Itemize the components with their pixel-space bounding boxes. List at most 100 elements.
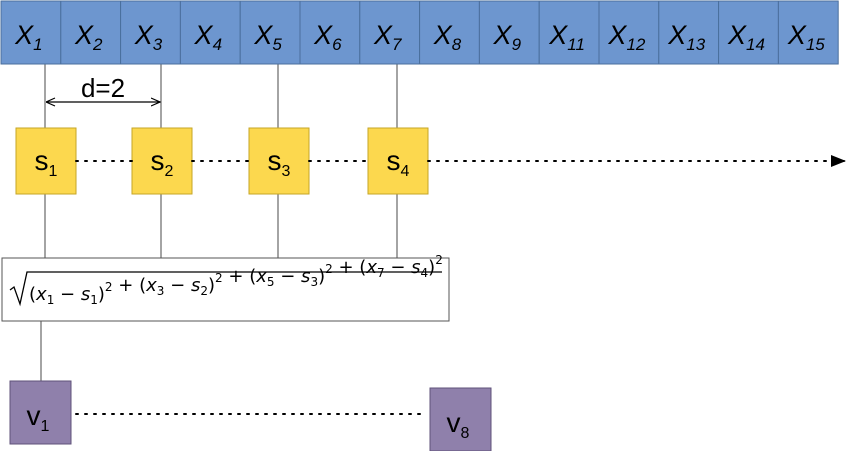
input-cell-label-sub: 3 [153, 35, 163, 54]
sliding-arrowhead [831, 155, 846, 167]
shapelet-label-base: s [35, 145, 49, 176]
input-cell-label-base: X [787, 20, 807, 50]
distance-formula: (x1 − s1)2 + (x3 − s2)2 + (x5 − s3)2 + (… [29, 253, 443, 307]
input-cell-label: X4 [194, 20, 222, 54]
input-cell-label: X3 [134, 20, 163, 54]
shapelet-label: s4 [387, 145, 410, 180]
formula-x-sub: 7 [377, 266, 385, 280]
input-cell-label-sub: 13 [686, 35, 705, 54]
formula-exponent: 2 [435, 253, 443, 267]
formula-exponent: 2 [105, 280, 113, 294]
input-cell-label: X1 [14, 20, 42, 54]
input-cell-label: X8 [433, 20, 462, 54]
shapelet-label-sub: 1 [49, 163, 58, 180]
input-cell [777, 0, 839, 65]
shapelet-label-base: s [151, 145, 165, 176]
input-cell-label-base: X [373, 20, 393, 50]
input-cell [60, 0, 122, 65]
input-cell-label-base: X [667, 20, 687, 50]
input-cell-label: X6 [313, 20, 342, 54]
formula-exponent: 2 [215, 271, 223, 285]
formula-s: s [411, 257, 420, 278]
formula-paren: ( [249, 266, 256, 287]
input-cell-label-base: X [253, 20, 273, 50]
input-cell-label-sub: 9 [512, 35, 522, 54]
formula-exponent: 2 [325, 262, 333, 276]
output-box [429, 387, 492, 451]
shapelet-dotted-arrow [75, 155, 847, 167]
formula-s: s [191, 275, 200, 296]
formula-x: x [365, 257, 377, 278]
output-label-base: v [447, 407, 461, 438]
sqrt-sign [9, 271, 442, 307]
input-cell-label-base: X [548, 20, 568, 50]
input-cell-label-sub: 14 [746, 35, 765, 54]
formula-minus: − [275, 266, 302, 287]
formula-minus: − [164, 275, 191, 296]
output-label-sub: 1 [41, 418, 50, 435]
formula-paren: ) [98, 284, 105, 305]
input-cell-label-base: X [134, 20, 154, 50]
shapelet-label-sub: 4 [401, 163, 410, 180]
input-cell-label-sub: 2 [92, 35, 103, 54]
formula-paren: ) [428, 257, 435, 278]
formula-plus: + [223, 266, 250, 287]
distance-formula-box: (x1 − s1)2 + (x3 − s2)2 + (x5 − s3)2 + (… [1, 253, 450, 322]
input-cell [478, 0, 540, 65]
formula-x: x [145, 275, 157, 296]
input-cell-label: X11 [548, 20, 585, 54]
input-cell [718, 0, 779, 65]
input-cell-label-sub: 1 [33, 35, 42, 54]
input-cell-label-base: X [74, 20, 94, 50]
formula-x-sub: 5 [267, 275, 275, 289]
formula-s-sub: 2 [200, 284, 208, 298]
input-cell-label-sub: 12 [626, 35, 645, 54]
dilation-label: d=2 [81, 73, 125, 103]
input-cell-label-sub: 15 [806, 35, 825, 54]
dilation-indicator: d=2 [46, 73, 160, 103]
output-label: v1 [27, 400, 50, 435]
output-box [9, 380, 72, 445]
input-cell [598, 0, 660, 65]
formula-minus: − [385, 257, 412, 278]
input-cell-label-base: X [313, 20, 333, 50]
input-cell-label-base: X [194, 20, 214, 50]
formula-plus: + [333, 257, 360, 278]
input-cell-label: X5 [253, 20, 282, 54]
input-cell-label-sub: 5 [272, 35, 282, 54]
formula-paren: ( [139, 275, 146, 296]
output-label: v8 [447, 407, 470, 442]
shapelet-label-base: s [268, 145, 282, 176]
input-cell [538, 0, 600, 65]
shapelet-label-base: s [387, 145, 401, 176]
input-cell-label: X9 [493, 20, 522, 54]
output-label-sub: 8 [461, 425, 470, 442]
input-cell-label-base: X [607, 20, 627, 50]
input-cell-label: X12 [607, 20, 645, 54]
input-cell [299, 0, 361, 65]
formula-s: s [81, 284, 90, 305]
input-cell-label-base: X [433, 20, 453, 50]
output-label-base: v [27, 400, 41, 431]
input-cell-label-sub: 8 [452, 35, 462, 54]
formula-s-sub: 4 [421, 266, 429, 280]
shapelet-label: s3 [268, 145, 291, 180]
input-cell-label: X7 [373, 20, 402, 54]
input-cell-label-base: X [727, 20, 747, 50]
formula-paren: ) [318, 266, 325, 287]
input-cell-label-sub: 6 [332, 35, 342, 54]
formula-paren: ) [208, 275, 215, 296]
formula-minus: − [54, 284, 81, 305]
formula-plus: + [113, 275, 140, 296]
formula-paren: ( [359, 257, 366, 278]
input-cell-label: X13 [667, 20, 705, 54]
formula-x-sub: 3 [157, 284, 165, 298]
input-cell-label-base: X [14, 20, 34, 50]
input-cell-label-sub: 11 [567, 35, 585, 54]
formula-frame [1, 257, 450, 322]
formula-s-sub: 3 [310, 275, 318, 289]
input-cell-label: X14 [727, 20, 765, 54]
